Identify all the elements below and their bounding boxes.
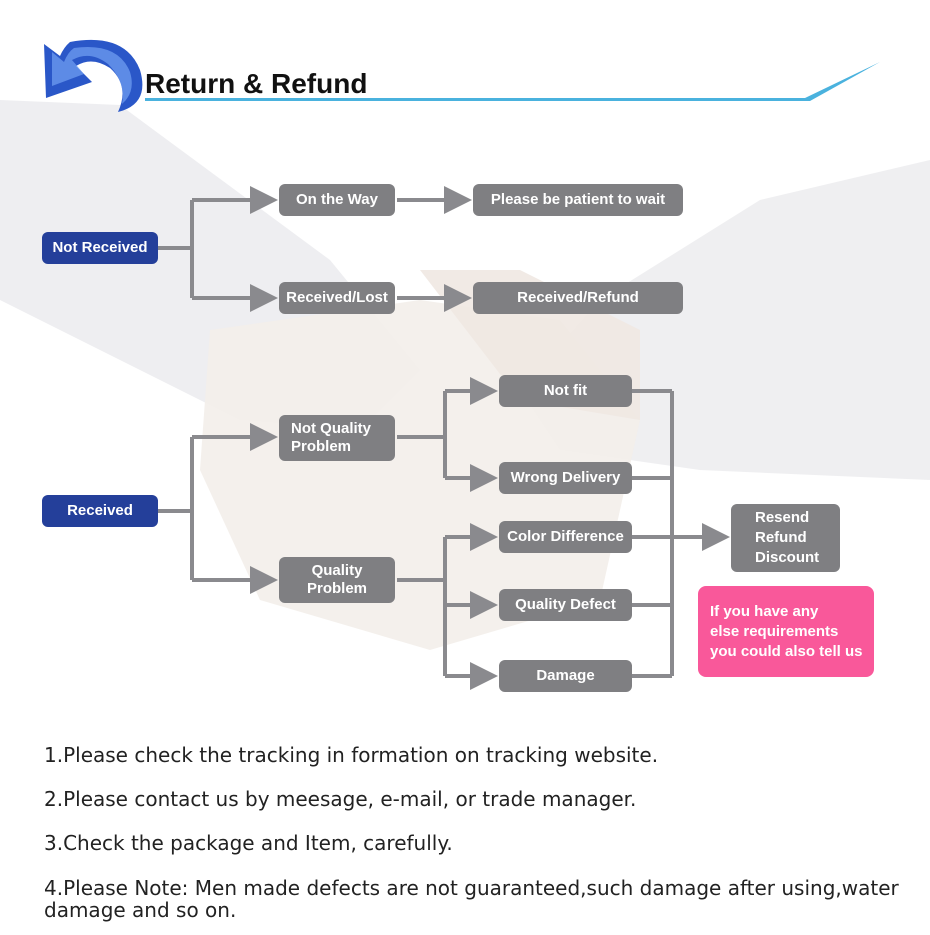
node-received-refund: Received/Refund	[473, 282, 683, 314]
node-color-difference: Color Difference	[499, 521, 632, 553]
note-2: 2.Please contact us by meesage, e-mail, …	[44, 787, 637, 811]
note-4: 4.Please Note: Men made defects are not …	[44, 876, 899, 922]
node-received-lost: Received/Lost	[279, 282, 395, 314]
node-received: Received	[42, 495, 158, 527]
note-3: 3.Check the package and Item, carefully.	[44, 831, 453, 855]
node-quality-problem: Quality Problem	[279, 557, 395, 603]
node-damage: Damage	[499, 660, 632, 692]
return-arrow-icon	[44, 39, 143, 112]
node-resolution: Resend Refund Discount	[731, 504, 840, 572]
node-on-the-way: On the Way	[279, 184, 395, 216]
note-1: 1.Please check the tracking in formation…	[44, 743, 659, 767]
node-not-received: Not Received	[42, 232, 158, 264]
note-extra-requirements: If you have any else requirements you co…	[698, 586, 874, 677]
node-wrong-delivery: Wrong Delivery	[499, 462, 632, 494]
node-quality-defect: Quality Defect	[499, 589, 632, 621]
header-graphics	[44, 39, 880, 112]
node-please-wait: Please be patient to wait	[473, 184, 683, 216]
page-title: Return & Refund	[145, 68, 368, 99]
node-not-fit: Not fit	[499, 375, 632, 407]
node-not-quality-problem: Not Quality Problem	[279, 415, 395, 461]
